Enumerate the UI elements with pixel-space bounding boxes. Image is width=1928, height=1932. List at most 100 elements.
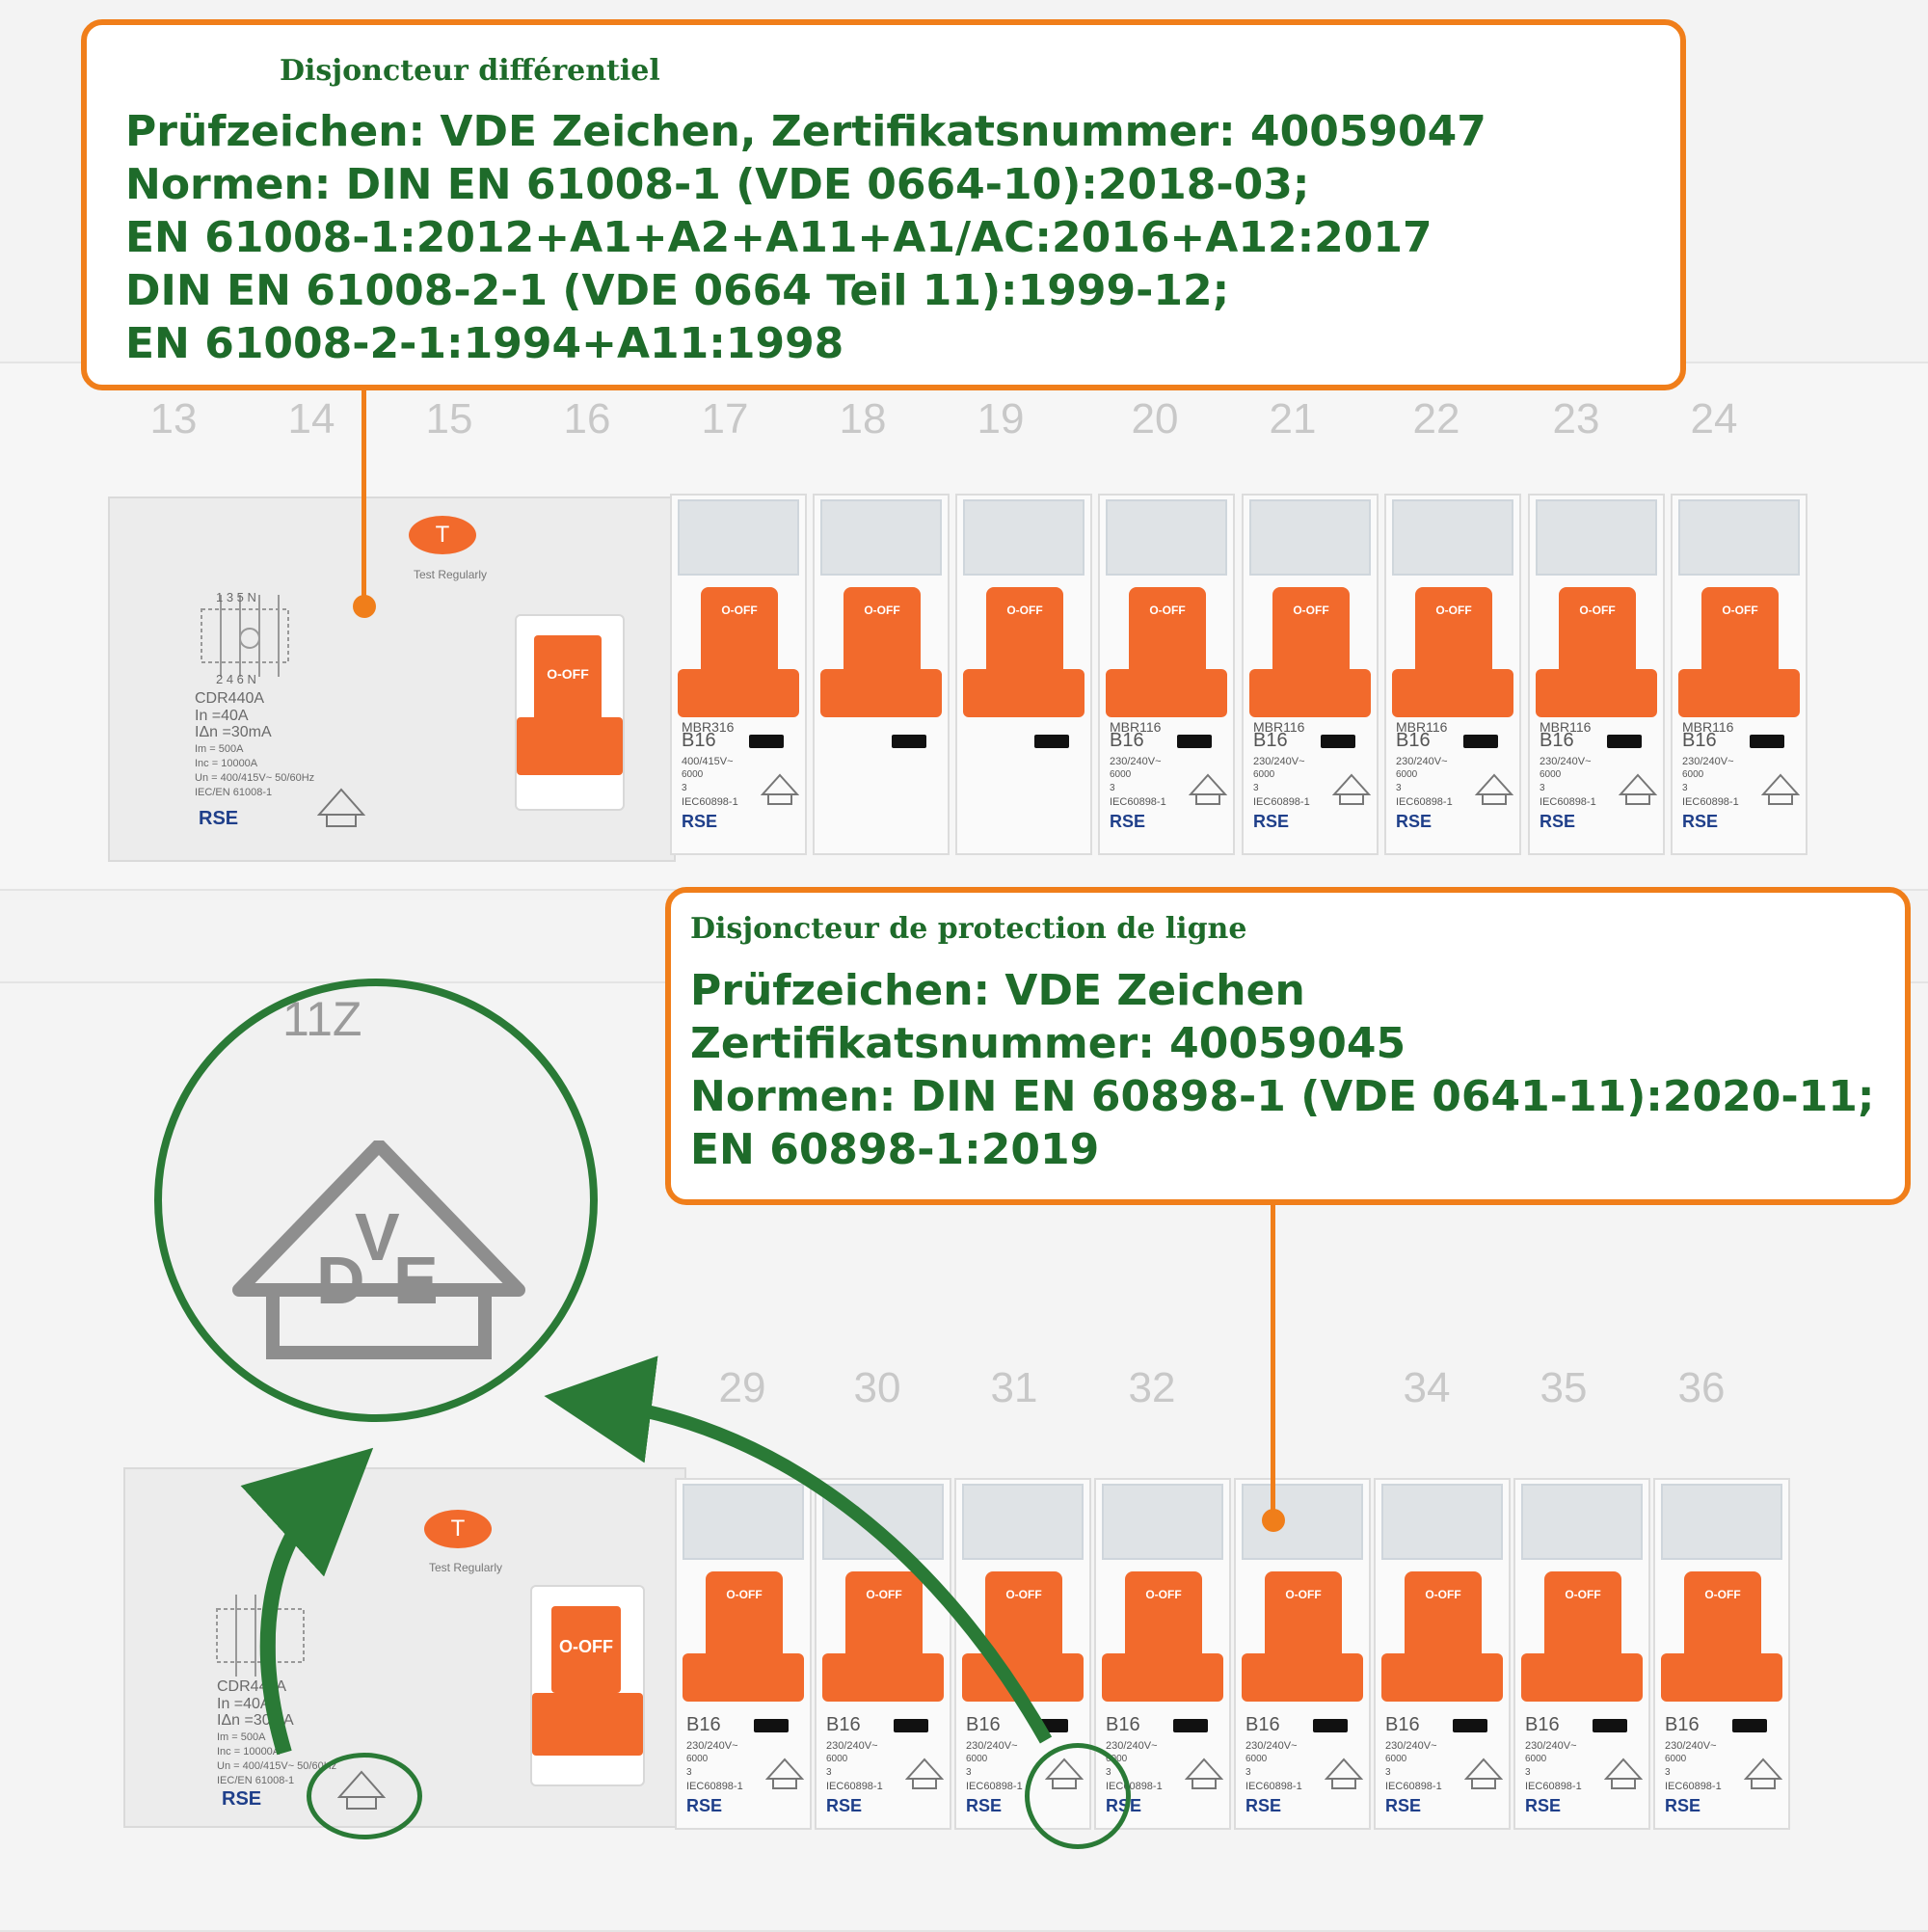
top-callout-connector <box>362 389 366 605</box>
breaker-status-window <box>892 735 926 748</box>
vde-mark-icon <box>1332 773 1371 805</box>
breaker-lever[interactable] <box>1106 669 1227 717</box>
breaker-lever[interactable] <box>1381 1653 1503 1702</box>
breaker-voltage: 230/240V~ <box>966 1740 1018 1752</box>
breaker-lever[interactable] <box>1521 1653 1643 1702</box>
breaker-toggle-label: O-OFF <box>1435 604 1472 617</box>
bottom-callout: Disjoncteur de protection de ligne Prüfz… <box>665 887 1911 1205</box>
breaker-voltage: 230/240V~ <box>1665 1740 1717 1752</box>
breaker-label-cover[interactable] <box>1678 499 1800 576</box>
breaker-toggle-label: O-OFF <box>1565 1588 1601 1601</box>
breaker-brand: RSE <box>686 1796 723 1815</box>
breaker-lever[interactable] <box>1678 669 1800 717</box>
breaker-label-cover[interactable] <box>1249 499 1371 576</box>
breaker-lever[interactable] <box>1392 669 1513 717</box>
vde-mark-icon <box>1604 1758 1643 1789</box>
breaker-label-cover[interactable] <box>678 499 799 576</box>
breaker-rating: B16 <box>682 730 716 751</box>
breaker-label-cover[interactable] <box>1392 499 1513 576</box>
breaker-lever[interactable] <box>820 669 942 717</box>
breaker-standard: IEC60898-1 <box>1385 1781 1442 1792</box>
breaker-lever[interactable] <box>1536 669 1657 717</box>
vde-mark-icon <box>761 773 799 805</box>
rcd-main-switch[interactable]: O-OFF <box>515 614 625 811</box>
rcd-top: 1 3 5 N 2 4 6 N CDR440A In =40A IΔn =30m… <box>108 496 676 862</box>
row-number: 35 <box>1540 1364 1588 1411</box>
breaker-lever[interactable] <box>1661 1653 1782 1702</box>
breaker-model: MBR116 <box>1396 719 1448 735</box>
test-button[interactable]: T <box>424 1510 492 1548</box>
breaker-rating: B16 <box>1396 730 1431 751</box>
rcd-inc: Inc = 10000A <box>195 758 258 769</box>
circuit-breaker[interactable]: O-OFF <box>955 494 1092 855</box>
row-number: 16 <box>563 395 611 443</box>
breaker-lever[interactable] <box>822 1653 944 1702</box>
rcd-inc: Inc = 10000A <box>217 1746 281 1758</box>
rcd-main-switch[interactable]: O-OFF <box>530 1585 645 1786</box>
top-callout-line: Prüfzeichen: VDE Zeichen, Zertifikatsnum… <box>125 107 1486 156</box>
breaker-toggle-label: O-OFF <box>1704 1588 1741 1601</box>
breaker-brand: RSE <box>1110 812 1146 831</box>
breaker-label-cover[interactable] <box>1521 1484 1643 1560</box>
test-button[interactable]: T <box>409 516 476 554</box>
vde-letter-v: V <box>355 1199 400 1275</box>
top-callout-line: EN 61008-2-1:1994+A11:1998 <box>125 319 844 368</box>
rcd-schematic-icon <box>201 595 289 677</box>
breaker-standard: IEC60898-1 <box>1245 1781 1302 1792</box>
breaker-label-cover[interactable] <box>820 499 942 576</box>
breaker-rating: B16 <box>1665 1714 1700 1735</box>
breaker-lever[interactable] <box>1102 1653 1223 1702</box>
breaker-label-cover[interactable] <box>962 1484 1084 1560</box>
breaker-class: 3 <box>1665 1767 1671 1778</box>
row-number: 20 <box>1131 395 1179 443</box>
breaker-class: 3 <box>1396 783 1402 793</box>
breaker-brand: RSE <box>1682 812 1719 831</box>
breaker-label-cover[interactable] <box>1381 1484 1503 1560</box>
breaker-lever[interactable] <box>1242 1653 1363 1702</box>
breaker-status-window <box>754 1719 789 1732</box>
row-number: 13 <box>149 395 198 443</box>
breaker-brand: RSE <box>1665 1796 1701 1815</box>
rcd-terminals-bottom: 2 4 6 N <box>216 672 256 686</box>
breaker-voltage: 230/240V~ <box>1396 756 1448 767</box>
breaker-label-cover[interactable] <box>1106 499 1227 576</box>
breaker-rating: B16 <box>1682 730 1717 751</box>
rcd-model: CDR440A <box>195 690 265 707</box>
breaker-label-cover[interactable] <box>1661 1484 1782 1560</box>
breaker-toggle-label: O-OFF <box>1722 604 1758 617</box>
breaker-status-window <box>1732 1719 1767 1732</box>
bottom-callout-connector <box>1271 1205 1275 1516</box>
breaker-toggle-label: O-OFF <box>1285 1588 1322 1601</box>
breaker-status-window <box>1453 1719 1487 1732</box>
breaker-lever[interactable] <box>963 669 1084 717</box>
breaker-status-window <box>1034 735 1069 748</box>
breaker-label-cover[interactable] <box>963 499 1084 576</box>
breaker-lever[interactable] <box>678 669 799 717</box>
breaker-status-window <box>749 735 784 748</box>
breaker-standard: IEC60898-1 <box>826 1781 883 1792</box>
vde-mark-icon <box>1189 773 1227 805</box>
breaker-label-cover[interactable] <box>1102 1484 1223 1560</box>
breaker-rating: B16 <box>686 1714 721 1735</box>
rcd-switch-label: O-OFF <box>559 1637 613 1656</box>
top-callout-pointer <box>353 595 376 618</box>
circuit-breaker[interactable]: O-OFF <box>813 494 950 855</box>
bottom-callout-pointer <box>1262 1509 1285 1532</box>
breaker-class: 3 <box>1253 783 1259 793</box>
breaker-lever[interactable] <box>1249 669 1371 717</box>
breaker-label-cover[interactable] <box>1536 499 1657 576</box>
breaker-lever[interactable] <box>683 1653 804 1702</box>
breaker-label-cover[interactable] <box>683 1484 804 1560</box>
breaker-breaking-capacity: 6000 <box>1682 769 1704 780</box>
